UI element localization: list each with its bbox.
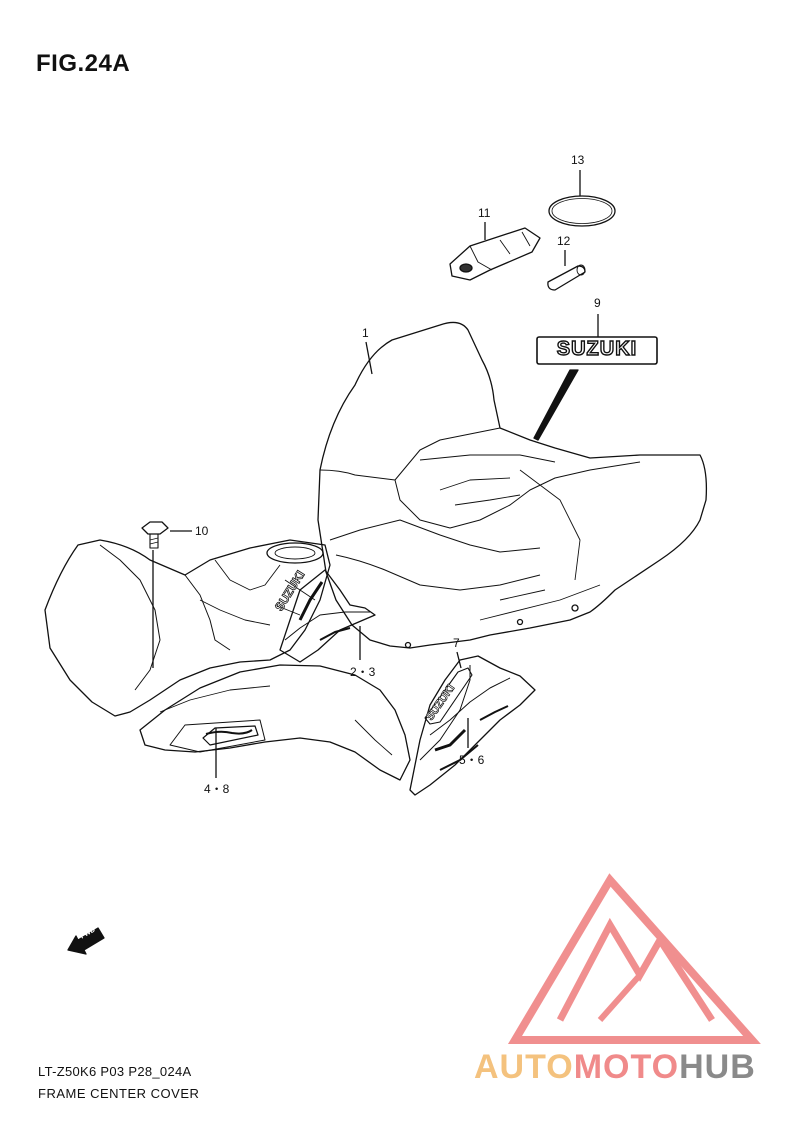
- callout-2-3: 2・3: [350, 665, 376, 679]
- watermark-hub: HUB: [679, 1048, 756, 1086]
- watermark-auto: AUTO: [474, 1048, 574, 1086]
- fwd-arrow-icon: [67, 927, 105, 955]
- callout-4-8: 4・8: [204, 782, 230, 796]
- part-1-rear-fender: [317, 321, 708, 649]
- part-10-bolt: [141, 521, 169, 535]
- part-11-cap: [449, 227, 541, 281]
- part-9-emblem: [536, 336, 658, 365]
- part-13-ring: [548, 195, 616, 227]
- watermark-text: AUTOMOTOHUB: [474, 1048, 756, 1087]
- callout-13: 13: [571, 153, 585, 167]
- callout-7: 7: [453, 636, 460, 650]
- part-7-decal: [424, 667, 473, 725]
- part-2-3-decal: [279, 569, 376, 663]
- part-12-tube: [547, 265, 586, 291]
- callout-5-6: 5・6: [459, 753, 485, 767]
- callout-11: 11: [478, 206, 491, 220]
- part-5-6-panel: [409, 655, 536, 796]
- front-fender-left: [44, 539, 331, 717]
- emblem-pointer: [533, 369, 579, 441]
- leader-1: [365, 341, 373, 375]
- figure-name: FRAME CENTER COVER: [38, 1086, 200, 1101]
- watermark-logo: [507, 873, 761, 1044]
- leader-7: [456, 651, 462, 669]
- part-9-emblem-text: SUZUKI: [556, 337, 638, 360]
- figure-title: FIG.24A: [36, 50, 131, 77]
- callout-9: 9: [594, 296, 601, 310]
- callout-10: 10: [195, 524, 209, 538]
- callout-1: 1: [362, 326, 369, 340]
- callout-12: 12: [557, 234, 571, 248]
- figure-code: LT-Z50K6 P03 P28_024A: [38, 1064, 192, 1079]
- watermark-moto: MOTO: [573, 1048, 680, 1086]
- part-4-8-side-panel: [139, 664, 411, 781]
